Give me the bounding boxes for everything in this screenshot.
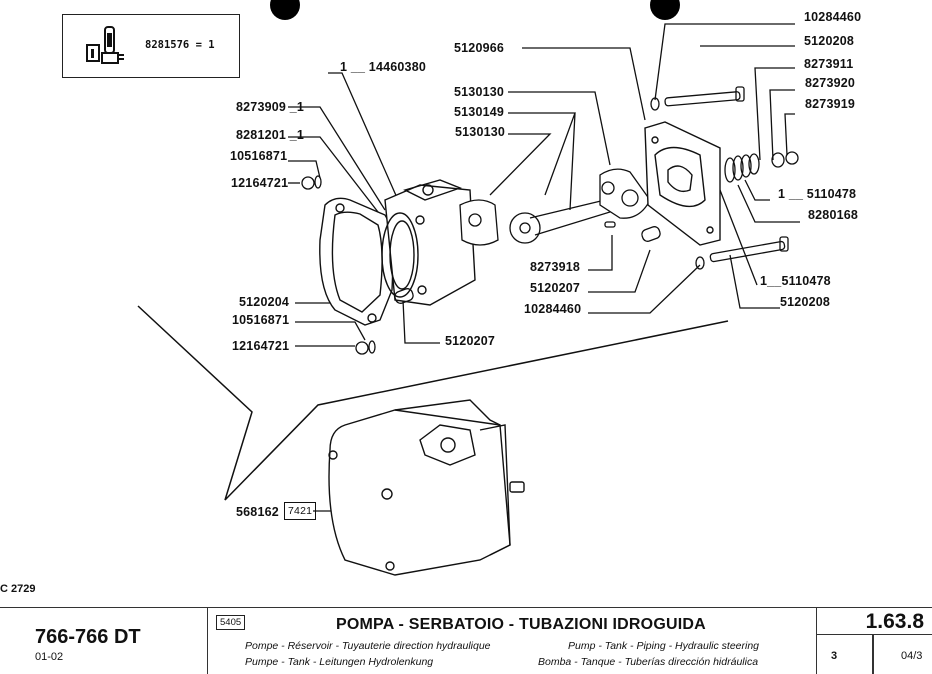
assembled-pump <box>328 399 525 576</box>
callout-12164721-bottom: 12164721 <box>232 339 290 353</box>
callout-8273919: 8273919 <box>805 97 856 111</box>
leader-8281201 <box>288 136 389 226</box>
bushing-right <box>599 168 651 219</box>
leader-5110478-a <box>744 179 770 201</box>
title-french: Pompe - Réservoir - Tuyauterie direction… <box>245 640 491 652</box>
bolt-top <box>650 86 745 111</box>
leader-8273920 <box>769 89 795 161</box>
leader-10284460-top <box>654 23 795 101</box>
punch-hole-right <box>650 0 680 20</box>
pump-cover <box>319 197 394 326</box>
page-cell: 1.63.8 3 04/3 <box>817 608 932 674</box>
callout-5120207-left: 5120207 <box>445 334 496 348</box>
gear-shaft <box>509 199 611 244</box>
drawing-reference: C 2729 <box>0 583 36 595</box>
title-spanish: Bomba - Tanque - Tuberías dirección hidr… <box>538 656 759 668</box>
page-number: 1.63.8 <box>865 610 924 633</box>
callout-14460380: 1 __ 14460380 <box>340 60 427 74</box>
gasket-kit-box: 8281576 = 1 <box>62 14 240 78</box>
callout-12164721-top: 12164721 <box>231 176 289 190</box>
punch-hole-left <box>270 0 300 20</box>
callout-568162: 568162 <box>236 505 279 519</box>
title-italian: POMPA - SERBATOIO - TUBAZIONI IDROGUIDA <box>336 616 706 633</box>
bolt-bottom <box>695 236 789 270</box>
edition: 04/3 <box>901 650 923 662</box>
callout-5120204: 5120204 <box>239 295 290 309</box>
callout-8280168: 8280168 <box>808 208 859 222</box>
title-block: 766-766 DT 01-02 5405 POMPA - SERBATOIO … <box>0 607 932 674</box>
callout-5130149: 5130149 <box>454 105 505 119</box>
leader-10516871-top <box>288 160 321 179</box>
gasket-kit-icon <box>86 26 124 64</box>
callout-5120208-bottom: 5120208 <box>780 295 831 309</box>
callout-8273920: 8273920 <box>805 76 856 90</box>
leader-8273919 <box>784 113 795 156</box>
kit-part-number: 8281576 = 1 <box>145 39 215 51</box>
leader-8273911 <box>754 67 795 161</box>
leader-8273918 <box>588 235 613 271</box>
pump-body <box>381 179 476 306</box>
leader-8280168 <box>737 184 800 223</box>
callout-8281201: 8281201 _1 <box>236 128 305 142</box>
rear-plate <box>644 121 721 246</box>
callout-8273918: 8273918 <box>530 260 581 274</box>
model-years: 01-02 <box>35 651 64 663</box>
leader-5130149 <box>508 112 576 211</box>
callout-5130130-a: 5130130 <box>454 85 505 99</box>
title-english: Pump - Tank - Piping - Hydraulic steerin… <box>568 640 760 652</box>
bushing-left <box>459 199 499 246</box>
callout-568162-ref-box: 7421 <box>284 502 317 520</box>
leader-5130130-a <box>508 91 611 166</box>
callout-5130130-b: 5130130 <box>455 125 506 139</box>
dowel-left <box>394 288 414 304</box>
leader-5120207-left <box>402 299 440 344</box>
callout-arrow <box>137 305 729 501</box>
title-german: Pumpe - Tank - Leitungen Hydrolenkung <box>245 656 434 668</box>
callout-5110478-b: 1__5110478 <box>760 274 831 288</box>
callout-10516871-bottom: 10516871 <box>232 313 290 327</box>
model-cell: 766-766 DT 01-02 <box>0 608 208 674</box>
callout-10284460-top: 10284460 <box>804 10 862 24</box>
leader-8273909 <box>288 106 386 211</box>
key <box>604 221 616 228</box>
nut-washer-bottom <box>355 340 376 355</box>
leader-5110478-b <box>719 189 758 286</box>
callout-10284460-bottom: 10284460 <box>524 302 582 316</box>
callout-8273911: 8273911 <box>804 57 854 71</box>
leader-10516871-bottom <box>295 321 366 341</box>
callout-5110478-a: 1 __ 5110478 <box>778 187 857 201</box>
callout-5120966: 5120966 <box>454 41 505 55</box>
nut-washer-top <box>301 175 322 190</box>
dowel-right <box>641 226 661 242</box>
leader-5120966 <box>522 47 646 121</box>
relief-valve-spring <box>724 151 799 183</box>
leader-10284460-bottom <box>588 264 701 314</box>
callout-8273909: 8273909 _1 <box>236 100 305 114</box>
group-code: 5405 <box>216 615 246 630</box>
leader-14460380 <box>328 72 399 201</box>
leader-5120207-right <box>588 249 651 293</box>
exploded-view-drawing <box>137 23 800 576</box>
callout-5120208-top: 5120208 <box>804 34 855 48</box>
callout-5120207-right: 5120207 <box>530 281 581 295</box>
leader-5130130-b <box>489 133 552 196</box>
callout-10516871-top: 10516871 <box>230 149 288 163</box>
leader-5120208-bottom <box>729 254 780 309</box>
model-name: 766-766 DT <box>35 626 141 648</box>
title-cell: 5405 POMPA - SERBATOIO - TUBAZIONI IDROG… <box>208 608 817 674</box>
sheet-number: 3 <box>831 650 838 662</box>
